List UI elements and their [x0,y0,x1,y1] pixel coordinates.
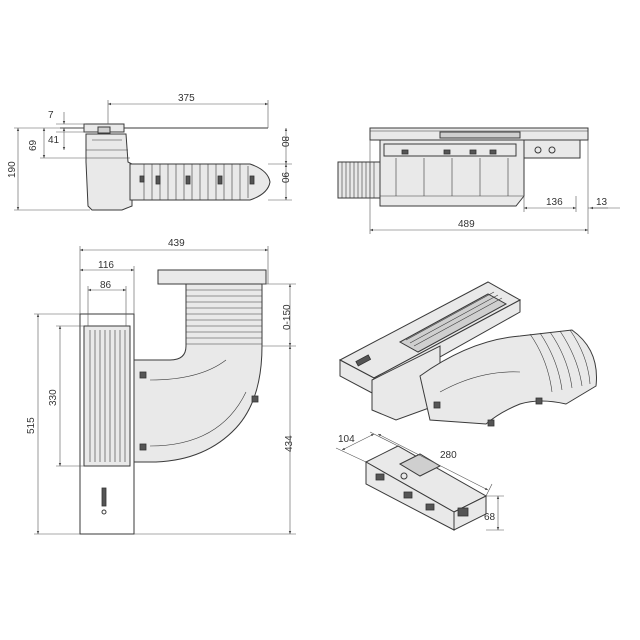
side-view: 375 7 41 69 190 80 90 [7,93,292,211]
dim-280: 280 [440,450,457,461]
dim-68: 68 [484,512,496,523]
motor-box: 104 280 68 [335,431,504,531]
dim-116: 116 [98,260,114,271]
isometric-view [338,281,597,427]
dim-69: 69 [28,139,39,151]
dim-80: 80 [279,136,290,148]
dim-375: 375 [178,93,195,104]
dim-515: 515 [26,417,37,434]
dim-7: 7 [48,110,54,121]
dim-330: 330 [48,389,59,406]
dim-434: 434 [284,435,295,452]
dim-136: 136 [546,197,563,208]
dim-104: 104 [338,434,355,445]
dim-41: 41 [48,135,60,146]
dim-90: 90 [279,172,290,184]
dim-439: 439 [168,238,185,249]
top-view: 439 116 86 330 515 0-150 434 [26,238,296,535]
dim-86: 86 [100,280,112,291]
front-view: 489 136 13 [337,127,620,234]
dim-190: 190 [7,161,18,178]
dim-0-150: 0-150 [282,304,293,330]
dim-489: 489 [458,219,475,230]
dim-13: 13 [596,197,608,208]
